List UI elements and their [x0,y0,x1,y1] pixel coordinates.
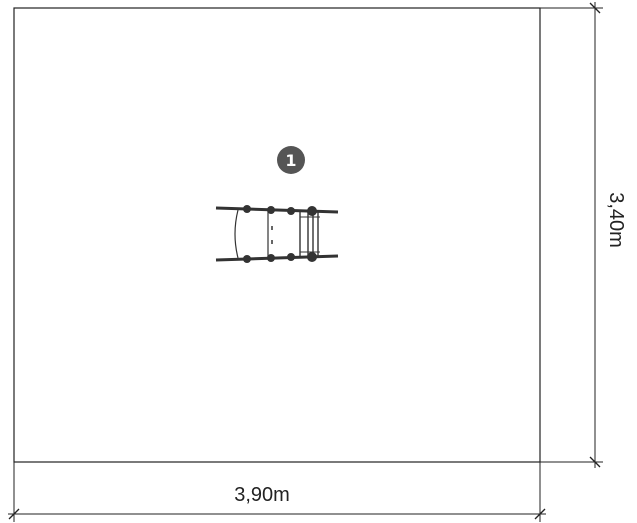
width-tick-left [8,508,20,520]
marker-number: 1 [285,151,296,170]
fixing [287,253,295,261]
marker-circle [277,146,305,174]
height-tick-bottom [589,456,601,468]
fixing [243,205,251,213]
fixing [267,206,275,214]
fixing [307,206,317,216]
fixing [307,252,317,262]
slide-curve [234,209,239,259]
height-tick-top [589,2,601,14]
area-boundary [13,7,541,463]
slide-rail-top [215,206,339,214]
fixing [243,255,251,263]
fixing [287,207,295,215]
slide-rail-bottom [215,254,339,262]
height-dimension: 3,40m [540,2,627,468]
equipment-marker: 1 [277,146,305,174]
width-label: 3,90m [234,484,290,506]
slide-equipment-icon [215,206,339,262]
width-dimension: 3,90m [8,462,546,522]
height-label: 3,40m [605,192,627,248]
fixing [267,254,275,262]
slide-fixings [243,205,317,263]
width-tick-right [534,508,546,520]
